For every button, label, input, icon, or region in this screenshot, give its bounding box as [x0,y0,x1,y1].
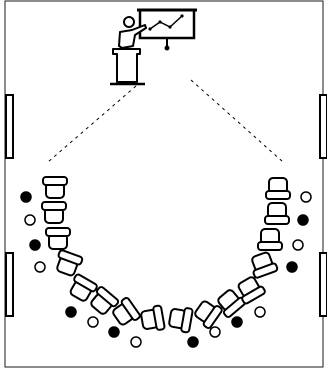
right-wall-panel-top [319,94,327,159]
person-dark-icon [231,316,243,328]
presentation-board-chart-icon [138,8,196,40]
sight-line-right [190,79,284,163]
chair-icon [41,201,67,224]
seat-3 [29,227,71,251]
right-wall-panel-bottom [319,252,327,317]
chair-icon [140,304,166,331]
person-light-icon [292,239,304,251]
person-light-icon [130,336,142,348]
seat-12 [237,276,266,318]
chair-icon [56,249,84,277]
seat-14 [257,228,304,251]
seat-10 [194,300,223,338]
chair-icon [251,251,279,279]
seat-8 [130,304,166,348]
seat-16 [265,177,312,203]
person-light-icon [87,316,99,328]
seat-4 [34,249,84,277]
person-light-icon [24,214,36,226]
person-dark-icon [65,306,77,318]
seat-7 [108,297,141,338]
chair-icon [194,300,223,329]
person-light-icon [209,326,221,338]
seat-6 [87,286,120,328]
left-wall-panel-bottom [5,252,14,317]
person-dark-icon [108,326,120,338]
person-light-icon [300,191,312,203]
chair-icon [42,176,68,199]
person-dark-icon [286,261,298,273]
seat-1 [20,176,68,203]
person-light-icon [34,261,46,273]
person-dark-icon [297,214,309,226]
chair-icon [90,286,120,315]
chair-icon [237,276,266,305]
chair-icon [264,202,290,225]
seating-u-shape [20,176,312,348]
sight-line-left [47,85,137,163]
seat-2 [24,201,67,226]
seat-9 [168,307,199,348]
chair-icon [69,273,98,302]
person-dark-icon [20,191,32,203]
chair-icon [265,177,291,200]
seat-5 [65,273,98,318]
left-wall-panel-top [5,94,14,159]
chair-icon [112,297,141,326]
chair-icon [45,227,71,250]
seat-13 [251,251,298,279]
person-dark-icon [187,336,199,348]
chair-icon [257,228,283,251]
chair-icon [168,307,194,334]
person-light-icon [254,306,266,318]
room-frame [4,0,324,368]
person-dark-icon [29,239,41,251]
presenter-at-podium-icon [110,8,197,86]
seat-15 [264,202,309,226]
